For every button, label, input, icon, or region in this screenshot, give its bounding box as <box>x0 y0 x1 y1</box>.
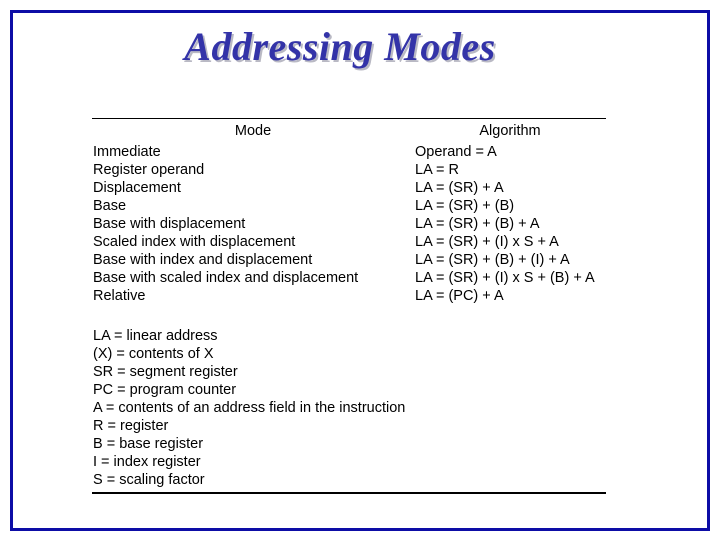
column-header-algorithm: Algorithm <box>479 123 541 139</box>
legend-line: A = contents of an address field in the … <box>93 400 406 416</box>
cell-algorithm: LA = (SR) + (B) + A <box>415 216 540 232</box>
table-row: Register operand LA = R <box>92 161 606 179</box>
table-top-rule <box>92 118 606 119</box>
table-row: Scaled index with displacement LA = (SR)… <box>92 233 606 251</box>
table-bottom-rule <box>92 492 606 494</box>
legend-line: (X) = contents of X <box>93 346 214 362</box>
table-row: Immediate Operand = A <box>92 143 606 161</box>
legend-line: R = register <box>93 418 169 434</box>
column-header-mode: Mode <box>234 123 272 139</box>
cell-mode: Relative <box>93 288 146 304</box>
cell-mode: Base <box>93 198 127 214</box>
slide-content: Mode Algorithm Immediate Operand = A Reg… <box>92 118 606 494</box>
legend-line: PC = program counter <box>93 382 237 398</box>
legend-line: LA = linear address <box>93 328 218 344</box>
cell-algorithm: LA = (SR) + (B) + (I) + A <box>415 252 570 268</box>
cell-algorithm: LA = R <box>415 162 459 178</box>
table-row: Base LA = (SR) + (B) <box>92 197 606 215</box>
cell-algorithm: LA = (PC) + A <box>415 288 504 304</box>
table-header-row: Mode Algorithm <box>92 119 606 143</box>
table-row: Displacement LA = (SR) + A <box>92 179 606 197</box>
legend-line: SR = segment register <box>93 364 238 380</box>
cell-algorithm: Operand = A <box>415 144 497 160</box>
cell-mode: Register operand <box>93 162 205 178</box>
cell-algorithm: LA = (SR) + A <box>415 180 504 196</box>
cell-mode: Base with scaled index and displacement <box>93 270 359 286</box>
table-row: Base with scaled index and displacement … <box>92 269 606 287</box>
page-title: Addressing Modes <box>184 24 496 69</box>
cell-mode: Displacement <box>93 180 181 196</box>
cell-mode: Scaled index with displacement <box>93 234 296 250</box>
table-row: Relative LA = (PC) + A <box>92 287 606 305</box>
cell-algorithm: LA = (SR) + (I) x S + (B) + A <box>415 270 595 286</box>
table-row: Base with displacement LA = (SR) + (B) +… <box>92 215 606 233</box>
cell-algorithm: LA = (SR) + (I) x S + A <box>415 234 559 250</box>
addressing-modes-table: Mode Algorithm Immediate Operand = A Reg… <box>92 119 606 305</box>
legend-line: I = index register <box>93 454 201 470</box>
cell-mode: Base with index and displacement <box>93 252 313 268</box>
table-body: Immediate Operand = A Register operand L… <box>92 143 606 305</box>
table-row: Base with index and displacement LA = (S… <box>92 251 606 269</box>
cell-algorithm: LA = (SR) + (B) <box>415 198 515 214</box>
cell-mode: Immediate <box>93 144 161 160</box>
legend-line: B = base register <box>93 436 204 452</box>
legend-notes: LA = linear address (X) = contents of X … <box>92 327 606 489</box>
cell-mode: Base with displacement <box>93 216 246 232</box>
legend-line: S = scaling factor <box>93 472 205 488</box>
